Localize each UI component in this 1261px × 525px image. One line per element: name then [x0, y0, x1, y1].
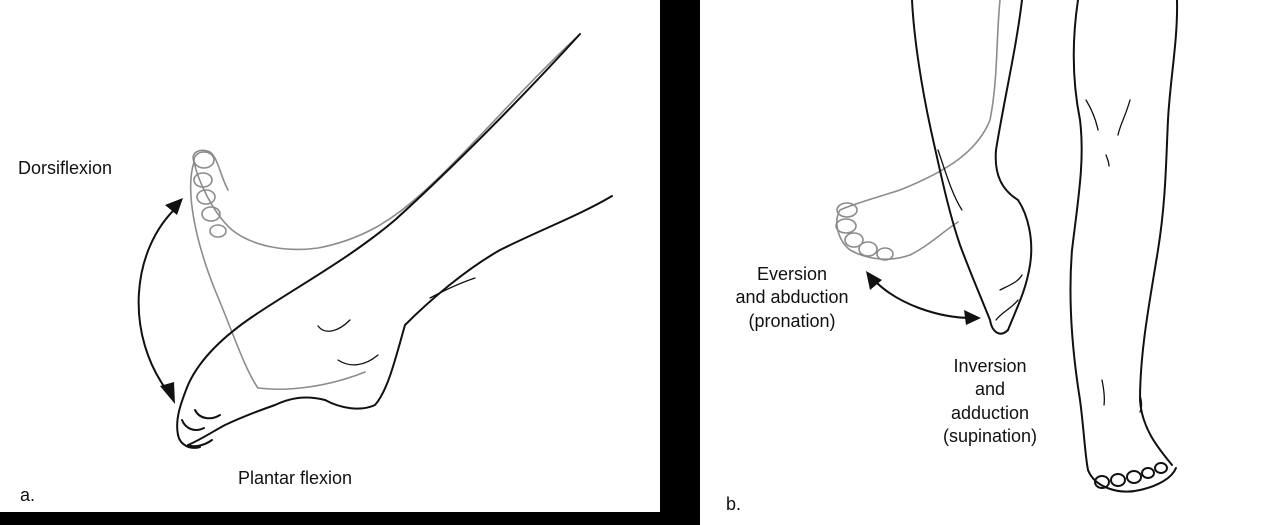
eversion-inversion-arrow: [866, 271, 981, 325]
plantarflexed-foot: [176, 33, 613, 449]
dorsiflexed-foot-ghost: [189, 35, 579, 391]
panel-a-illustration: [137, 33, 613, 449]
arrowhead-right-icon: [964, 310, 981, 325]
eversion-abduction-label: Eversion and abduction (pronation): [735, 264, 849, 331]
panel-b-letter: b.: [726, 494, 742, 514]
dorsi-plantar-arrow: [137, 198, 183, 404]
panel-a-ankle-flexion: Dorsiflexion Plantar flexion a.: [0, 0, 660, 512]
panel-a-letter: a.: [20, 485, 36, 505]
standing-leg: [1069, 0, 1179, 493]
plantar-flexion-label: Plantar flexion: [238, 468, 353, 488]
dorsiflexion-label: Dorsiflexion: [18, 158, 113, 178]
arrowhead-up-icon: [165, 198, 183, 215]
arrowhead-down-icon: [160, 382, 175, 404]
panel-b-illustration: [835, 0, 1179, 493]
inverted-leg: [911, 0, 1033, 335]
panel-b-foot-rotation: Eversion and abduction (pronation) Inver…: [700, 0, 1261, 525]
arrowhead-left-icon: [866, 271, 882, 290]
everted-foot-ghost: [835, 0, 1001, 261]
inversion-adduction-label: Inversion and adduction (supination): [942, 356, 1038, 447]
